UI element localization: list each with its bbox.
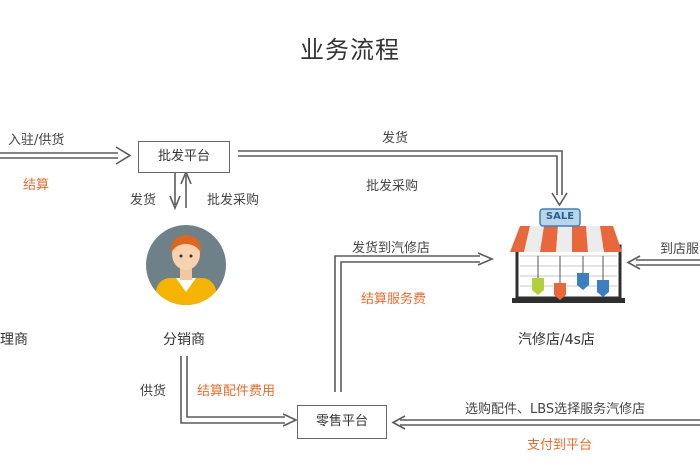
edge-label-settle-parts: 结算配件费用 [197,384,276,399]
arrow-ship-top-head [551,192,568,207]
arrow-select-parts [400,419,700,426]
arrow-to-store [636,259,700,266]
edge-label-settle: 结算 [23,178,50,193]
edge-label-wholesale-buy-up: 批发采购 [207,193,260,208]
arrow-ship-top [238,150,563,195]
arrow-ship-to-shop-head [477,252,495,266]
repair-shop-icon [510,208,625,303]
edge-label-settle-service: 结算服务费 [361,292,427,307]
arrow-supply-in-head [115,146,132,165]
arrow-supply-head [282,413,298,427]
edge-label-ship-to-shop: 发货到汽修店 [352,241,431,256]
edge-label-select-parts: 选购配件、LBS选择服务汽修店 [465,402,646,417]
distributor-avatar-icon [146,225,226,305]
arrow-supply [180,356,285,424]
wholesale-platform-box: 批发平台 [138,141,230,173]
retail-platform-box: 零售平台 [297,405,387,439]
edge-label-supply-in: 入驻/供货 [8,133,65,148]
edge-label-ship-down: 发货 [130,193,157,208]
distributor-label: 分销商 [163,332,205,348]
left-agent-label: 理商 [0,332,28,348]
repair-shop-label: 汽修店/4s店 [518,332,595,348]
edge-label-supply: 供货 [140,384,167,399]
retail-platform-label: 零售平台 [315,414,368,429]
sale-sign-text: SALE [545,211,575,222]
arrow-ship-to-shop [334,255,480,392]
edge-label-pay-platform: 支付到平台 [527,438,593,453]
edge-label-wholesale-buy-top: 批发采购 [366,179,419,194]
arrow-supply-in [0,152,118,159]
wholesale-platform-label: 批发平台 [157,149,210,164]
edge-label-to-store-service: 到店服 [660,242,700,257]
edge-label-ship-top: 发货 [382,131,409,146]
page-title: 业务流程 [300,36,400,64]
